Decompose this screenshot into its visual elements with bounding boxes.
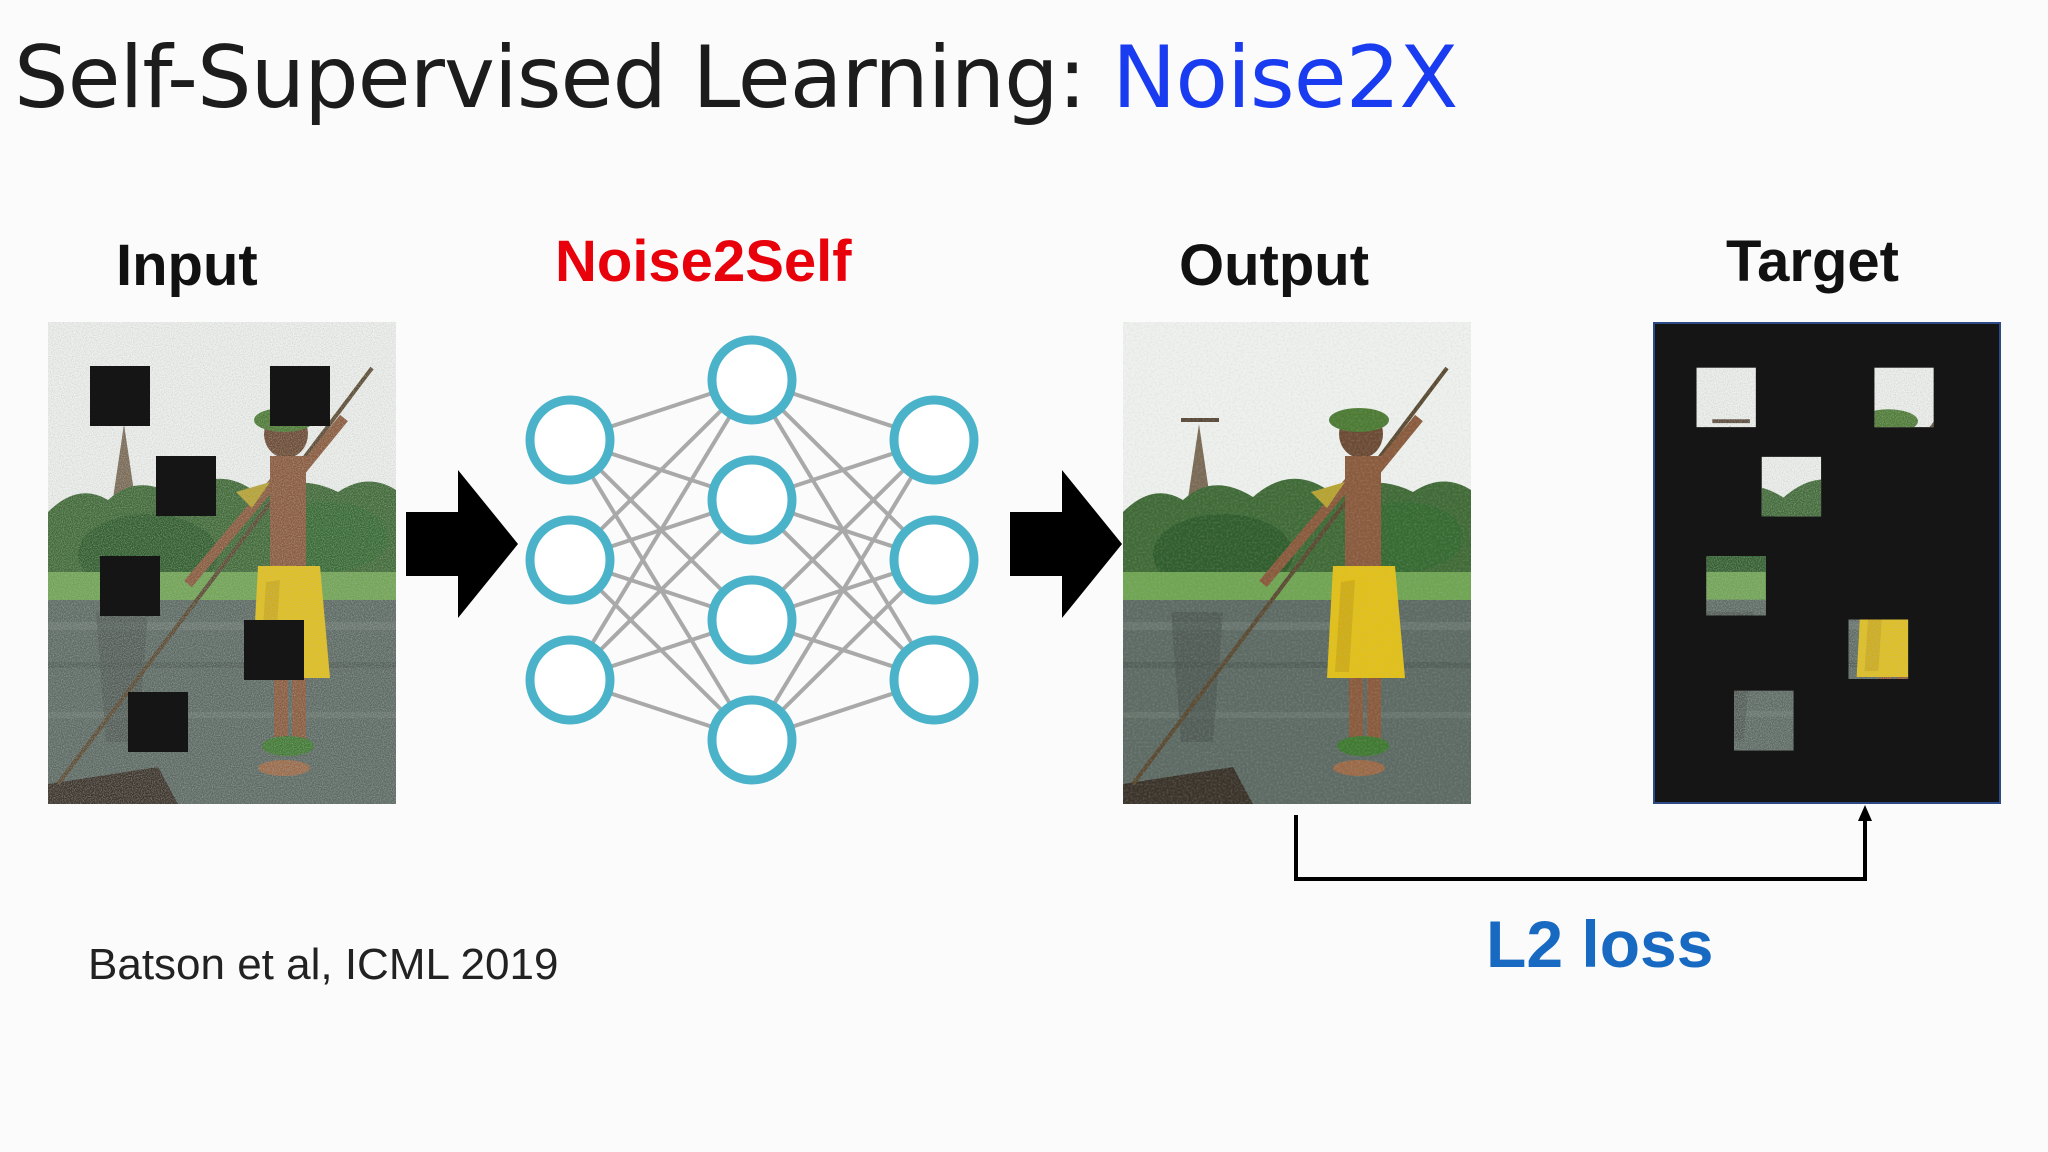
neural-network-diagram xyxy=(525,335,979,785)
right-arrow-icon xyxy=(1010,470,1122,618)
network-node-layer-2 xyxy=(707,575,797,665)
network-node-layer-1 xyxy=(525,635,615,725)
target-masked-image xyxy=(1653,322,2001,804)
slide-title: Self-Supervised Learning: Noise2X xyxy=(14,28,1458,128)
network-node-layer-3 xyxy=(889,395,979,485)
network-node-layer-2 xyxy=(707,335,797,425)
network-node-layer-3 xyxy=(889,515,979,605)
network-node-layer-1 xyxy=(525,515,615,605)
citation: Batson et al, ICML 2019 xyxy=(88,940,559,989)
network-edge xyxy=(568,378,754,682)
input-noisy-image xyxy=(48,322,396,804)
loss-bracket-arrow xyxy=(1294,805,1872,881)
title-prefix: Self-Supervised Learning: xyxy=(14,28,1113,128)
network-node-layer-2 xyxy=(707,455,797,545)
input-label: Input xyxy=(116,233,258,298)
title-accent: Noise2X xyxy=(1112,28,1458,128)
target-label: Target xyxy=(1726,229,1899,294)
network-node-layer-2 xyxy=(707,695,797,785)
network-node-layer-1 xyxy=(525,395,615,485)
right-arrow-icon xyxy=(406,470,518,618)
network-edge xyxy=(750,438,936,742)
output-label: Output xyxy=(1179,233,1370,298)
method-label: Noise2Self xyxy=(555,229,852,294)
network-node-layer-3 xyxy=(889,635,979,725)
output-denoised-image xyxy=(1123,322,1471,804)
loss-label: L2 loss xyxy=(1486,907,1714,981)
mask-squares xyxy=(90,366,330,752)
